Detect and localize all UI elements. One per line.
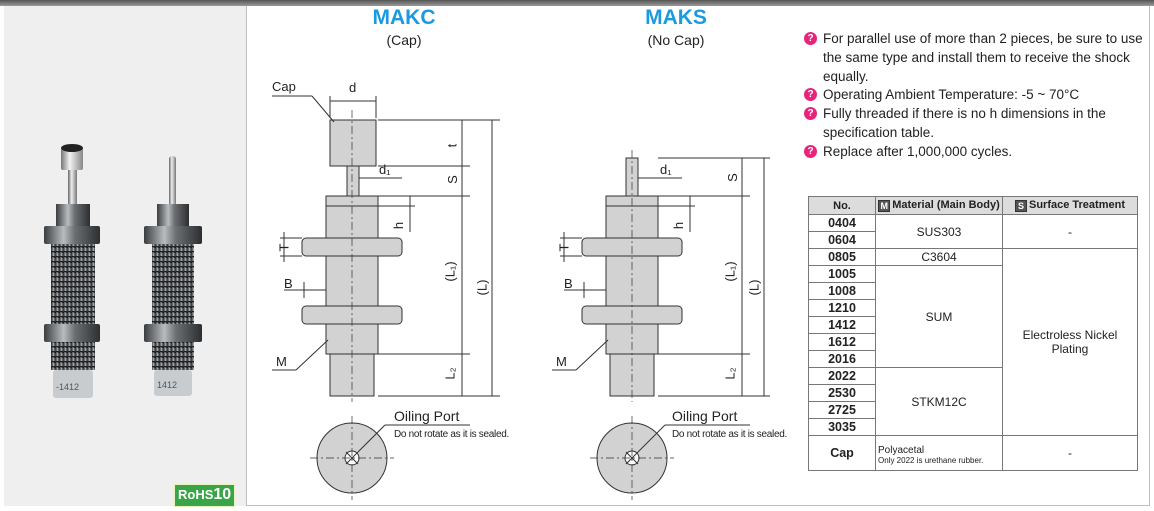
makc-label-l1: (L₁) xyxy=(442,261,458,282)
table-row: 0805 C3604 Electroless Nickel Plating xyxy=(808,248,1138,436)
makc-label-T: T xyxy=(276,243,292,252)
makc-label-d: d xyxy=(349,80,357,95)
maks-title: MAKS xyxy=(645,6,707,29)
makc-label-cap: Cap xyxy=(272,79,296,94)
maks-label-l1: (L₁) xyxy=(722,261,738,282)
maks-label-B: B xyxy=(564,276,573,291)
table-row: 1412 xyxy=(808,316,1138,334)
makc-label-t: t xyxy=(444,143,460,148)
caution-icon: ? xyxy=(804,32,817,45)
maks-photo: 1412 xyxy=(144,156,202,396)
material-badge-icon: M xyxy=(878,199,891,212)
note-item: ?For parallel use of more than 2 pieces,… xyxy=(804,30,1144,86)
product-photo: -1412 1412 xyxy=(44,144,202,398)
note-item: ?Replace after 1,000,000 cycles. xyxy=(804,143,1144,162)
product-photo-panel: -1412 1412 RoHS10 xyxy=(4,6,247,507)
svg-text:1412: 1412 xyxy=(157,380,177,390)
caution-icon: ? xyxy=(804,88,817,102)
table-row: 3035 xyxy=(808,418,1138,436)
maks-label-l: (L) xyxy=(746,279,762,296)
caution-icon: ? xyxy=(804,144,817,158)
svg-text:-1412: -1412 xyxy=(56,382,79,392)
makc-label-h: h xyxy=(391,221,407,230)
header-no: No. xyxy=(808,196,876,215)
makc-label-s: S xyxy=(444,175,460,184)
makc-oiling-note: Do not rotate as it is sealed. xyxy=(394,429,509,440)
top-header-bar xyxy=(0,0,1154,6)
maks-subtitle: (No Cap) xyxy=(647,32,705,48)
surface-badge-icon: S xyxy=(1015,199,1027,212)
maks-label-h: h xyxy=(671,221,687,230)
maks-oiling-note: Do not rotate as it is sealed. xyxy=(672,429,787,440)
maks-label-l2: L₂ xyxy=(722,367,738,380)
makc-label-m: M xyxy=(276,354,287,369)
makc-photo: -1412 xyxy=(44,144,100,398)
maks-drawing xyxy=(552,150,770,500)
makc-label-l2: L₂ xyxy=(442,367,458,380)
makc-drawing xyxy=(272,95,500,500)
makc-oiling-title: Oiling Port xyxy=(394,408,460,424)
maks-label-T: T xyxy=(556,243,572,252)
makc-label-l: (L) xyxy=(474,279,490,296)
makc-label-d1: d₁ xyxy=(379,162,391,177)
makc-label-B: B xyxy=(284,276,293,291)
maks-label-s: S xyxy=(724,173,740,182)
table-row: 1005 SUM xyxy=(808,265,1138,368)
table-row: 2725 xyxy=(808,401,1138,419)
maks-label-d1: d₁ xyxy=(660,162,672,177)
maks-label-m: M xyxy=(556,354,567,369)
notes-list: ?For parallel use of more than 2 pieces,… xyxy=(804,30,1144,162)
caution-icon: ? xyxy=(804,107,817,121)
makc-subtitle: (Cap) xyxy=(386,32,422,48)
note-item: ?Fully threaded if there is no h dimensi… xyxy=(804,105,1144,143)
note-item: ?Operating Ambient Temperature: -5 ~ 70°… xyxy=(804,86,1144,105)
makc-title: MAKC xyxy=(372,6,436,29)
table-row: 0404 SUS303 - xyxy=(808,214,1138,249)
maks-oiling-title: Oiling Port xyxy=(672,408,738,424)
rohs-badge: RoHS10 xyxy=(174,484,236,507)
table-row: 2022 STKM12C xyxy=(808,367,1138,436)
